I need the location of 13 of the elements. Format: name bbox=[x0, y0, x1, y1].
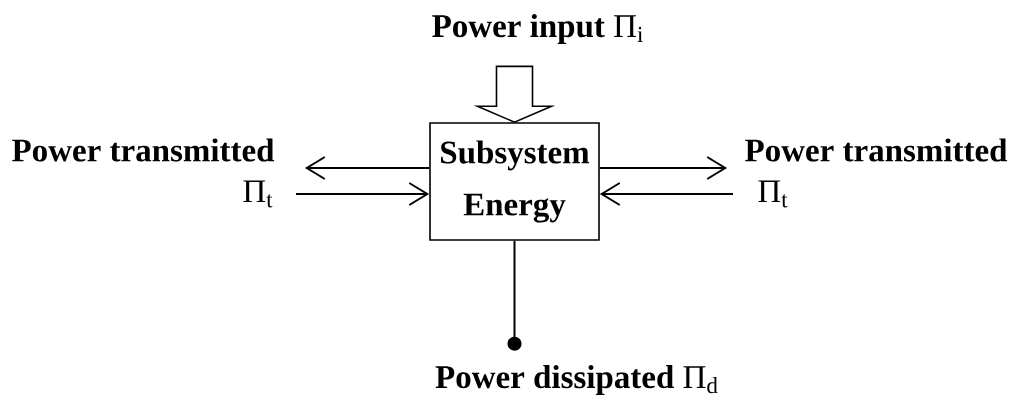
text-label: Power transmitted bbox=[745, 138, 1008, 162]
text-label: Power input Π$_{i}$ bbox=[432, 14, 643, 44]
block-arrow bbox=[473, 65, 556, 124]
arrow bbox=[304, 156, 431, 180]
process-box: Subsystem Energy bbox=[429, 122, 600, 241]
text-label: Π$_{t}$ bbox=[758, 180, 788, 208]
text-label: Power dissipated Π$_{d}$ bbox=[435, 365, 718, 395]
dot-line bbox=[507, 239, 522, 351]
arrow bbox=[599, 182, 734, 206]
arrow bbox=[295, 182, 430, 206]
arrow bbox=[598, 156, 728, 180]
text-label: Π$_{t}$ bbox=[243, 180, 273, 208]
text-label: Power transmitted bbox=[12, 138, 275, 162]
